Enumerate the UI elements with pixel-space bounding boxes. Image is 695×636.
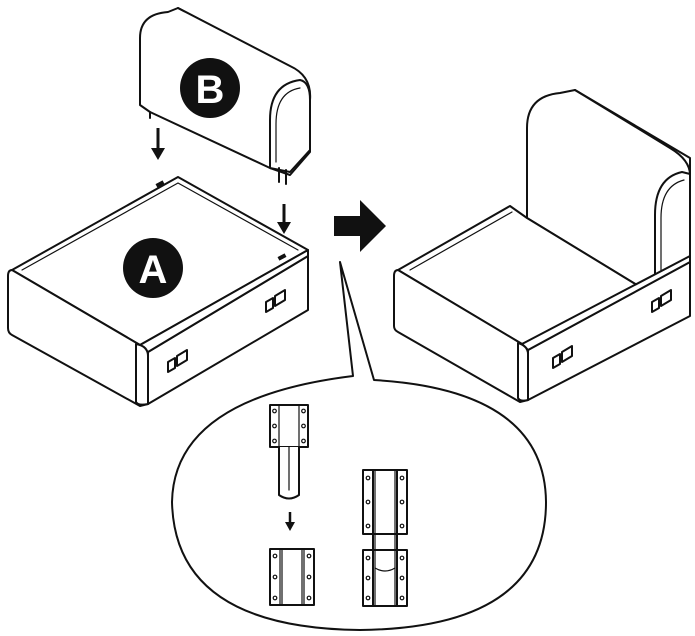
right-arrow-icon — [334, 200, 386, 252]
bracket-icon — [269, 404, 309, 500]
down-arrow-icon — [277, 204, 291, 234]
down-arrow-icon — [285, 512, 295, 531]
handle-icon — [651, 289, 672, 313]
assembled-sofa — [393, 89, 691, 403]
label-b: B — [196, 68, 225, 112]
bracket-icon — [269, 548, 315, 606]
down-arrow-icon — [151, 128, 165, 160]
backrest-b: B — [139, 7, 312, 185]
handle-icon — [552, 345, 573, 369]
bracket-icon — [362, 469, 408, 607]
seat-a: A — [7, 176, 309, 407]
detail-callout — [171, 261, 547, 631]
handle-icon — [265, 289, 286, 313]
handle-icon — [167, 349, 188, 373]
label-a: A — [139, 248, 168, 292]
